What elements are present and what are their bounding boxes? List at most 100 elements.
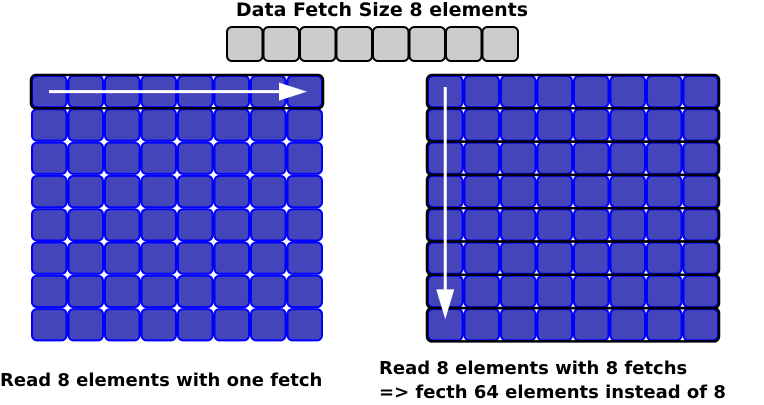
- matrix-cell: [67, 241, 104, 275]
- matrix-cell: [67, 174, 104, 209]
- matrix-cell: [500, 274, 537, 309]
- matrix-cell: [500, 75, 537, 109]
- matrix-cell: [104, 108, 141, 142]
- matrix-cell: [250, 108, 287, 142]
- matrix-cell: [177, 174, 214, 209]
- matrix-cell: [609, 174, 646, 209]
- fetch-group-row: [29, 73, 325, 110]
- matrix-cell: [213, 141, 250, 175]
- matrix-cell: [463, 108, 500, 142]
- matrix-cell: [609, 241, 646, 275]
- left-matrix: [29, 73, 325, 342]
- matrix-cell: [31, 108, 68, 142]
- matrix-cell: [573, 241, 610, 275]
- matrix-cell: [104, 241, 141, 275]
- matrix-cell: [177, 274, 214, 309]
- matrix-cell: [31, 241, 68, 275]
- matrix-cell: [286, 208, 323, 242]
- buffer-cell: [299, 26, 337, 62]
- diagram-title: Data Fetch Size 8 elements: [235, 0, 529, 21]
- matrix-cell: [646, 75, 683, 109]
- matrix-cell: [140, 174, 177, 209]
- buffer-cell: [262, 26, 300, 62]
- matrix-cell: [250, 308, 287, 342]
- fetch-buffer: [226, 26, 519, 62]
- matrix-cell: [213, 241, 250, 275]
- matrix-cell: [177, 141, 214, 175]
- right-matrix: [425, 73, 721, 343]
- matrix-cell: [31, 274, 68, 309]
- matrix-cell: [573, 208, 610, 242]
- matrix-cell: [682, 141, 719, 175]
- matrix-cell: [500, 108, 537, 142]
- matrix-cell: [177, 308, 214, 342]
- matrix-cell: [286, 274, 323, 309]
- matrix-cell: [463, 75, 500, 109]
- read-arrow-head: [436, 289, 455, 320]
- buffer-cell: [226, 26, 264, 62]
- matrix-cell: [682, 274, 719, 309]
- matrix-cell: [573, 75, 610, 109]
- matrix-cell: [500, 308, 537, 342]
- matrix-cell: [682, 308, 719, 342]
- matrix-cell: [682, 75, 719, 109]
- matrix-cell: [573, 141, 610, 175]
- matrix-cell: [177, 208, 214, 242]
- matrix-cell: [646, 174, 683, 209]
- matrix-cell: [609, 75, 646, 109]
- matrix-cell: [463, 308, 500, 342]
- matrix-cell: [213, 308, 250, 342]
- matrix-cell: [682, 241, 719, 275]
- matrix-cell: [213, 108, 250, 142]
- matrix-cell: [463, 141, 500, 175]
- matrix-cell: [104, 141, 141, 175]
- buffer-cell: [445, 26, 483, 62]
- matrix-cell: [104, 208, 141, 242]
- matrix-cell: [286, 174, 323, 209]
- matrix-cell: [250, 174, 287, 209]
- matrix-cell: [682, 174, 719, 209]
- matrix-cell: [31, 174, 68, 209]
- matrix-cell: [213, 174, 250, 209]
- matrix-cell: [250, 141, 287, 175]
- matrix-cell: [609, 208, 646, 242]
- matrix-cell: [67, 108, 104, 142]
- matrix-cell: [646, 141, 683, 175]
- matrix-cell: [646, 274, 683, 309]
- matrix-cell: [177, 241, 214, 275]
- matrix-cell: [31, 308, 68, 342]
- matrix-cell: [609, 108, 646, 142]
- matrix-cell: [177, 108, 214, 142]
- matrix-cell: [104, 274, 141, 309]
- right-caption-line2: => fecth 64 elements instead of 8: [379, 382, 726, 403]
- matrix-cell: [31, 141, 68, 175]
- buffer-cell: [335, 26, 373, 62]
- matrix-cell: [286, 308, 323, 342]
- matrix-cell: [646, 241, 683, 275]
- matrix-cell: [140, 108, 177, 142]
- matrix-cell: [573, 174, 610, 209]
- matrix-cell: [682, 108, 719, 142]
- matrix-cell: [609, 274, 646, 309]
- matrix-cell: [286, 108, 323, 142]
- matrix-cell: [536, 208, 573, 242]
- matrix-cell: [104, 174, 141, 209]
- matrix-cell: [609, 308, 646, 342]
- matrix-cell: [250, 241, 287, 275]
- matrix-cell: [500, 141, 537, 175]
- buffer-cell: [481, 26, 519, 62]
- matrix-cell: [573, 108, 610, 142]
- matrix-cell: [536, 274, 573, 309]
- matrix-cell: [536, 241, 573, 275]
- matrix-cell: [140, 308, 177, 342]
- matrix-cell: [682, 208, 719, 242]
- matrix-cell: [646, 308, 683, 342]
- matrix-cell: [31, 208, 68, 242]
- matrix-cell: [67, 308, 104, 342]
- matrix-cell: [536, 141, 573, 175]
- matrix-cell: [536, 308, 573, 342]
- matrix-cell: [463, 208, 500, 242]
- matrix-cell: [140, 208, 177, 242]
- matrix-cell: [250, 274, 287, 309]
